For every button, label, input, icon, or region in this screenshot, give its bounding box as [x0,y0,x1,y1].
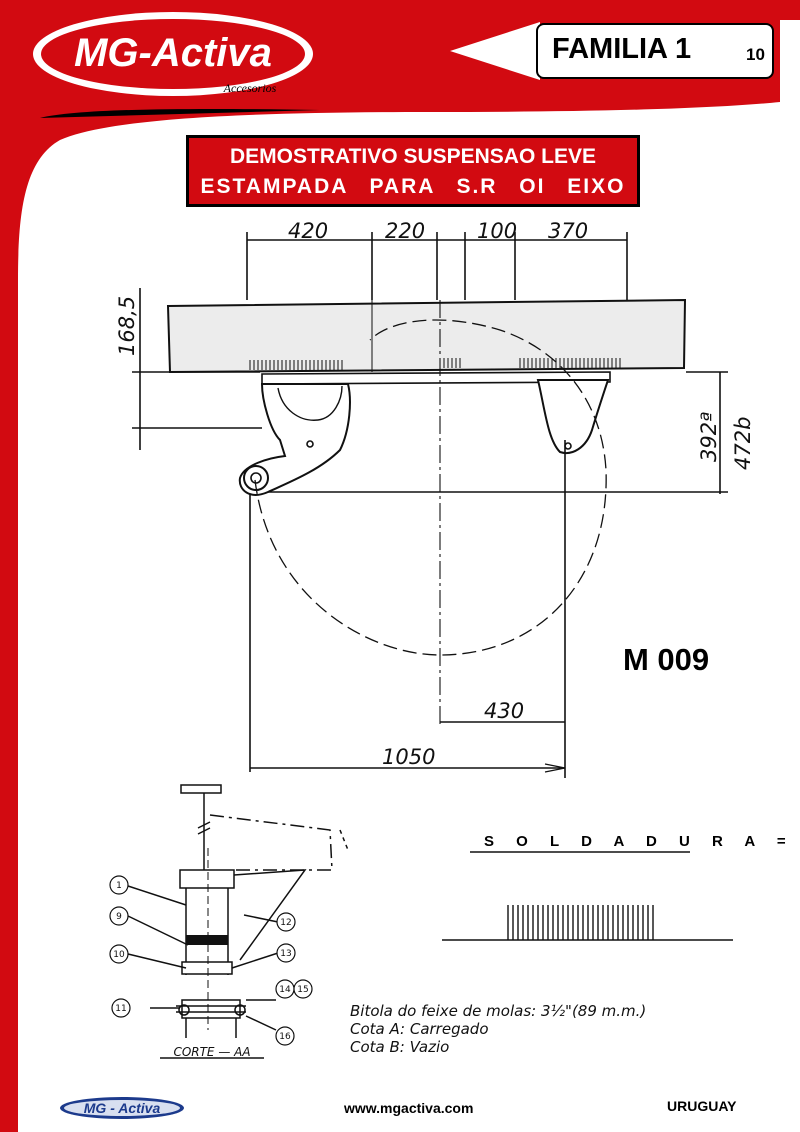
familia-arrow [450,22,540,80]
title-line-2: ESTAMPADA PARA S.R OI EIXO [200,175,626,198]
callout-16: 16 [279,1032,291,1042]
dim-430: 430 [484,699,524,723]
dim-168: 168,5 [115,296,139,356]
dim-220: 220 [385,219,425,243]
note-cota-b: Cota B: Vazio [350,1038,450,1056]
document-title: DEMOSTRATIVO SUSPENSAO LEVE ESTAMPADA PA… [186,135,640,207]
section-view [127,784,349,1059]
callout-14: 14 [279,985,291,995]
brand-logo: MG-Activa Accesorios [33,12,313,96]
footer-website[interactable]: www.mgactiva.com [344,1100,474,1116]
callout-15: 15 [297,985,308,995]
dim-420: 420 [288,219,328,243]
dim-1050: 1050 [382,745,435,769]
note-spring-gauge: Bitola do feixe de molas: 3½"(89 m.m.) [350,1002,647,1020]
title-line-1: DEMOSTRATIVO SUSPENSAO LEVE [230,145,596,168]
callout-10: 10 [113,950,125,960]
dim-100: 100 [477,219,517,243]
familia-box: FAMILIA 1 10 [536,23,774,79]
weld-hatches [249,358,621,370]
logo-subtitle: Accesorios [223,81,277,95]
section-title: CORTE — AA [173,1045,250,1059]
callout-9: 9 [116,912,122,922]
spec-notes: Bitola do feixe de molas: 3½"(89 m.m.) C… [350,1002,646,1056]
familia-label: FAMILIA 1 [552,33,692,65]
familia-number: 10 [746,45,765,64]
logo-text: MG-Activa [74,31,272,75]
callout-11: 11 [115,1004,126,1014]
footer-logo-text: MG - Activa [84,1100,161,1116]
footer-country: URUGUAY [667,1098,737,1114]
note-cota-a: Cota A: Carregado [350,1020,489,1038]
model-code: M 009 [623,642,710,677]
callout-1: 1 [116,881,122,891]
callout-13: 13 [280,949,291,959]
weld-legend [442,851,733,941]
dim-370: 370 [548,219,588,243]
callout-12: 12 [280,918,291,928]
dimension-labels: 420 220 100 370 168,5 392ª 472b 430 1050 [115,219,755,769]
section-callouts: 1 9 10 11 12 13 14 15 16 CORTE — AA [109,875,313,1059]
dim-392: 392ª [697,412,721,462]
dim-472: 472b [731,417,755,470]
weld-label: S O L D A D U R A = [484,833,795,850]
suspension-drawing [132,232,728,778]
footer-logo: MG - Activa [60,1097,184,1119]
